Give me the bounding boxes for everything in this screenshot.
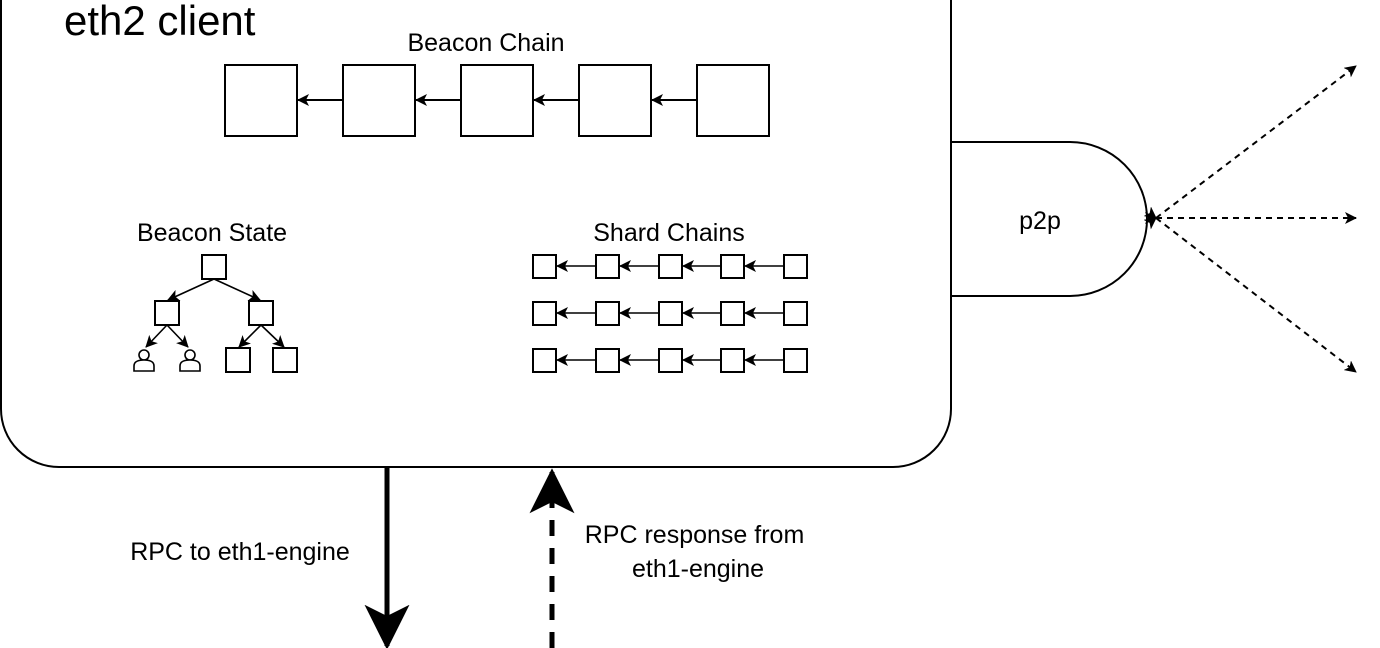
beacon-block bbox=[224, 64, 298, 137]
tree-edge-arrow bbox=[260, 324, 285, 348]
shard-block bbox=[783, 301, 808, 326]
shard-block bbox=[532, 301, 557, 326]
shard-chain bbox=[532, 301, 808, 326]
shard-block bbox=[783, 254, 808, 279]
shard-block bbox=[595, 301, 620, 326]
shard-chain bbox=[532, 254, 808, 279]
state-node bbox=[248, 300, 274, 326]
shard-block bbox=[658, 301, 683, 326]
beacon-block bbox=[578, 64, 652, 137]
rpc-request-label: RPC to eth1-engine bbox=[130, 538, 350, 566]
beacon-block bbox=[460, 64, 534, 137]
state-leaf-node bbox=[225, 347, 251, 373]
beacon-block bbox=[696, 64, 770, 137]
state-root-node bbox=[201, 254, 227, 280]
state-leaf-node bbox=[272, 347, 298, 373]
shard-block bbox=[720, 301, 745, 326]
shard-chain bbox=[532, 348, 808, 373]
beacon-chain-label: Beacon Chain bbox=[407, 29, 564, 57]
tree-edge-arrow bbox=[213, 278, 261, 301]
shard-block bbox=[720, 254, 745, 279]
shard-block bbox=[720, 348, 745, 373]
beacon-state-tree bbox=[133, 254, 298, 373]
beacon-chain bbox=[224, 64, 770, 137]
shard-block bbox=[532, 348, 557, 373]
peer-connection-arrow bbox=[1143, 206, 1357, 373]
shard-block bbox=[783, 348, 808, 373]
shard-block bbox=[532, 254, 557, 279]
peer-connection-arrow bbox=[1143, 65, 1357, 230]
tree-edge-arrow bbox=[167, 278, 215, 301]
tree-edge-arrow bbox=[238, 324, 262, 348]
rpc-response-label-line2: eth1-engine bbox=[632, 555, 764, 583]
shard-block bbox=[658, 254, 683, 279]
client-title: eth2 client bbox=[64, 0, 256, 44]
p2p-label: p2p bbox=[1019, 207, 1061, 235]
shard-block bbox=[595, 254, 620, 279]
tree-edge-arrow bbox=[166, 324, 189, 348]
shard-block bbox=[595, 348, 620, 373]
rpc-response-label: RPC response from eth1-engine bbox=[585, 521, 811, 583]
account-icon bbox=[179, 349, 201, 372]
shard-block bbox=[658, 348, 683, 373]
p2p-peer-connections bbox=[1143, 65, 1357, 373]
account-icon bbox=[133, 349, 155, 372]
rpc-response-label-line1: RPC response from bbox=[585, 521, 805, 549]
beacon-block bbox=[342, 64, 416, 137]
tree-edge-arrow bbox=[145, 324, 168, 348]
state-node bbox=[154, 300, 180, 326]
shard-chains-label: Shard Chains bbox=[593, 219, 744, 247]
beacon-state-label: Beacon State bbox=[137, 219, 287, 247]
